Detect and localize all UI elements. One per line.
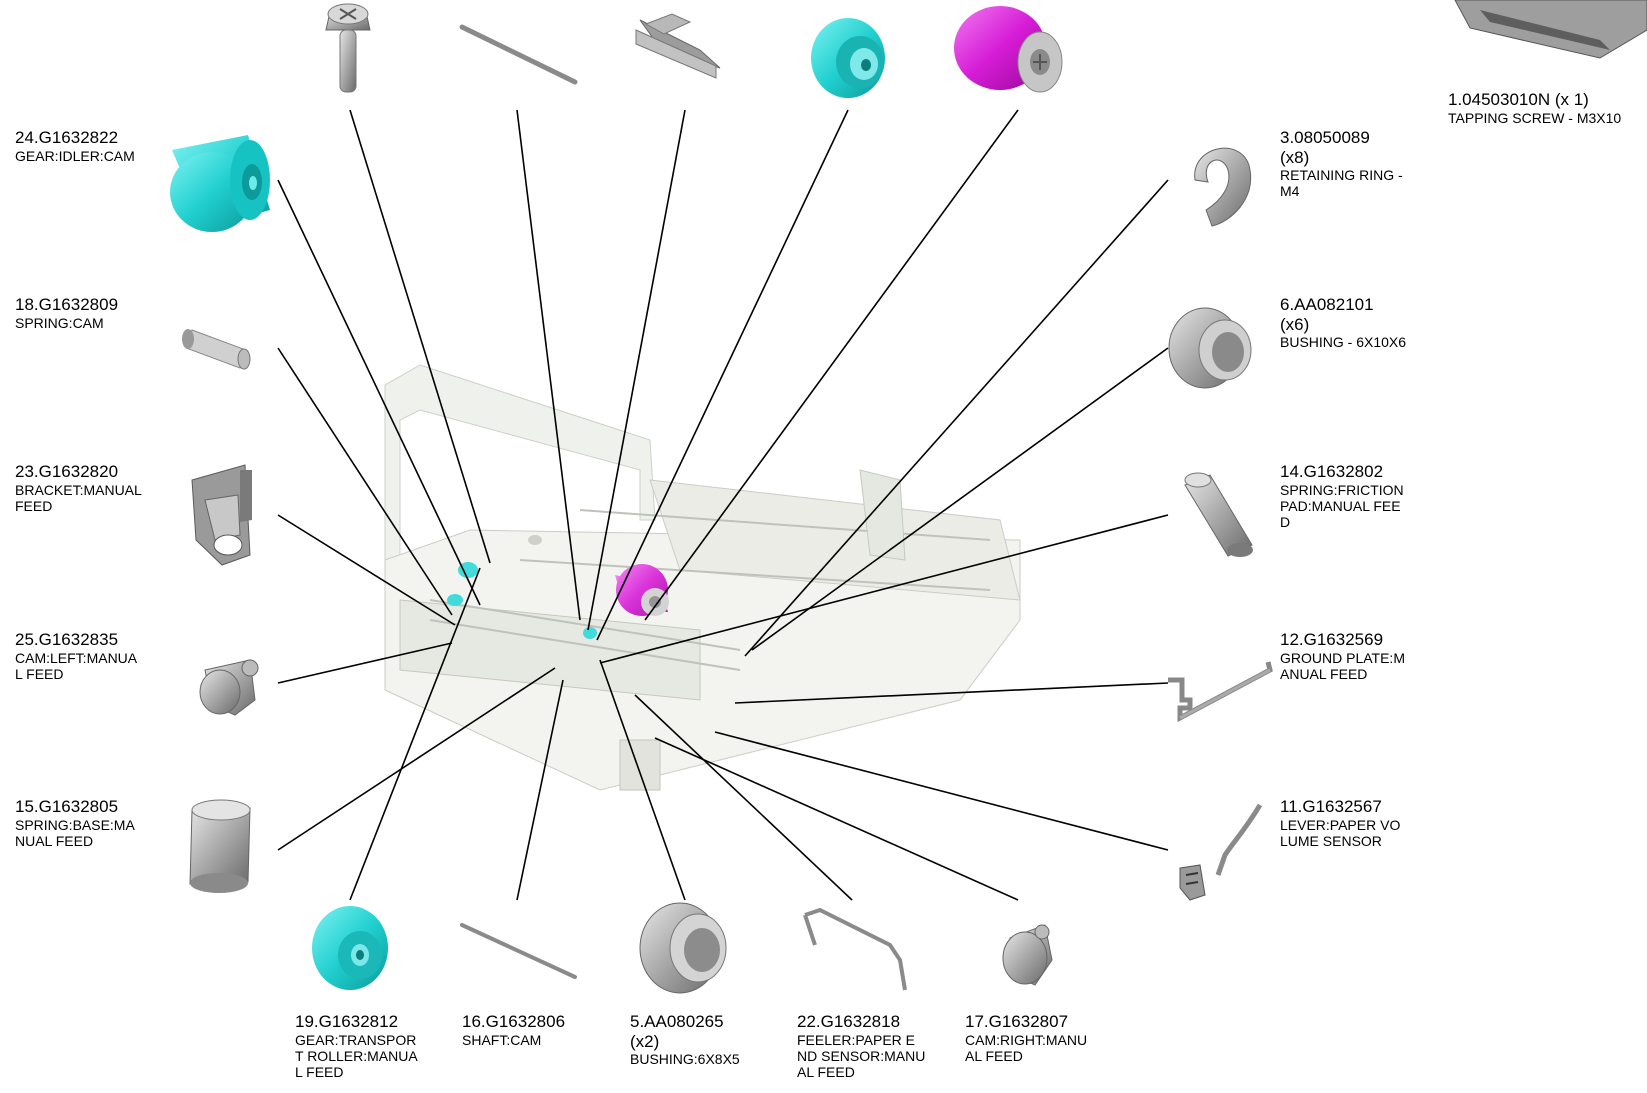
paper-end-feeler-icon bbox=[803, 907, 907, 991]
part-number-18: 18.G1632809 bbox=[15, 295, 119, 314]
idler-gear-cyan-icon bbox=[170, 135, 270, 232]
part-label-16: 16.G1632806 SHAFT:CAM bbox=[462, 1012, 565, 1048]
shaft-icon bbox=[459, 24, 578, 85]
part-label-23: 23.G1632820 BRACKET:MANUAL FEED bbox=[15, 462, 142, 514]
part-label-25: 25.G1632835 CAM:LEFT:MANUA L FEED bbox=[15, 630, 137, 682]
part-number-3: 3.08050089 (x8) bbox=[1280, 128, 1370, 167]
part-description-22: FEELER:PAPER E ND SENSOR:MANU AL FEED bbox=[797, 1031, 926, 1080]
part-label-1: 1.04503010N (x 1) TAPPING SCREW - M3X10 bbox=[1448, 90, 1621, 126]
part-number-24: 24.G1632822 bbox=[15, 128, 119, 147]
part-description-14: SPRING:FRICTION PAD:MANUAL FEE D bbox=[1280, 481, 1404, 530]
part-description-6: BUSHING - 6X10X6 bbox=[1280, 334, 1407, 351]
part-description-1: TAPPING SCREW - M3X10 bbox=[1448, 109, 1622, 126]
drive-roller-magenta-icon bbox=[954, 6, 1063, 93]
drive-roller-in-place bbox=[615, 564, 669, 616]
part-description-3: RETAINING RING - M4 bbox=[1280, 167, 1403, 200]
part-description-11: LEVER:PAPER VO LUME SENSOR bbox=[1280, 816, 1401, 849]
part-label-14: 14.G1632802 SPRING:FRICTION PAD:MANUAL F… bbox=[1280, 462, 1404, 530]
part-label-19: 19.G1632812 GEAR:TRANSPOR T ROLLER:MANUA… bbox=[295, 1012, 418, 1080]
part-label-18: 18.G1632809 SPRING:CAM bbox=[15, 295, 118, 331]
cam-spring-icon bbox=[182, 329, 251, 370]
part-number-15: 15.G1632805 bbox=[15, 797, 119, 816]
base-spring-icon bbox=[189, 799, 251, 893]
right-cam-icon bbox=[1002, 924, 1053, 986]
bushing-6x10x6-icon bbox=[1168, 307, 1252, 389]
part-number-6: 6.AA082101 (x6) bbox=[1280, 295, 1374, 334]
part-number-17: 17.G1632807 bbox=[965, 1012, 1069, 1031]
paper-volume-lever-icon bbox=[1179, 803, 1263, 901]
part-description-16: SHAFT:CAM bbox=[462, 1031, 542, 1048]
part-description-12: GROUND PLATE:M ANUAL FEED bbox=[1280, 649, 1405, 682]
part-label-17: 17.G1632807 CAM:RIGHT:MANU AL FEED bbox=[965, 1012, 1087, 1064]
ground-plate-icon bbox=[1168, 661, 1273, 723]
part-number-14: 14.G1632802 bbox=[1280, 462, 1384, 481]
part-label-6: 6.AA082101 (x6) BUSHING - 6X10X6 bbox=[1280, 295, 1406, 350]
friction-pad-holder-icon bbox=[635, 13, 721, 79]
part-number-12: 12.G1632569 bbox=[1280, 630, 1384, 649]
friction-pad-spring-icon bbox=[1184, 472, 1253, 557]
part-number-11: 11.G1632567 bbox=[1280, 797, 1382, 816]
part-description-5: BUSHING:6X8X5 bbox=[630, 1051, 740, 1068]
part-description-25: CAM:LEFT:MANUA L FEED bbox=[15, 649, 138, 682]
part-number-25: 25.G1632835 bbox=[15, 630, 119, 649]
part-description-19: GEAR:TRANSPOR T ROLLER:MANUA L FEED bbox=[295, 1031, 418, 1080]
part-description-17: CAM:RIGHT:MANU AL FEED bbox=[965, 1031, 1088, 1064]
part-number-16: 16.G1632806 bbox=[462, 1012, 566, 1031]
bushing-6x8x5-icon bbox=[639, 902, 727, 994]
part-label-11: 11.G1632567 LEVER:PAPER VO LUME SENSOR bbox=[1280, 797, 1400, 849]
screw-icon bbox=[325, 3, 371, 93]
part-number-23: 23.G1632820 bbox=[15, 462, 119, 481]
part-label-22: 22.G1632818 FEELER:PAPER E ND SENSOR:MAN… bbox=[797, 1012, 925, 1080]
idler-roller-cyan-icon bbox=[811, 18, 885, 98]
part-label-24: 24.G1632822 GEAR:IDLER:CAM bbox=[15, 128, 135, 164]
part-number-19: 19.G1632812 bbox=[295, 1012, 399, 1031]
left-cam-icon bbox=[199, 659, 259, 716]
tapping-screw-housing-icon bbox=[1454, 0, 1647, 59]
part-number-22: 22.G1632818 bbox=[797, 1012, 901, 1031]
leader-lines bbox=[277, 109, 1169, 901]
part-description-15: SPRING:BASE:MA NUAL FEED bbox=[15, 816, 135, 849]
part-number-1: 1.04503010N (x 1) bbox=[1448, 90, 1589, 109]
main-assembly bbox=[384, 364, 1021, 791]
part-label-15: 15.G1632805 SPRING:BASE:MA NUAL FEED bbox=[15, 797, 135, 849]
part-description-23: BRACKET:MANUAL FEED bbox=[15, 481, 142, 514]
part-label-12: 12.G1632569 GROUND PLATE:M ANUAL FEED bbox=[1280, 630, 1405, 682]
part-description-24: GEAR:IDLER:CAM bbox=[15, 147, 135, 164]
transport-roller-gear-cyan-icon bbox=[312, 906, 388, 990]
part-description-18: SPRING:CAM bbox=[15, 314, 104, 331]
bracket-icon bbox=[191, 464, 252, 566]
part-label-5: 5.AA080265 (x2) BUSHING:6X8X5 bbox=[630, 1012, 740, 1067]
retaining-ring-icon bbox=[1194, 147, 1252, 227]
cam-shaft-icon bbox=[460, 923, 577, 979]
part-label-3: 3.08050089 (x8) RETAINING RING - M4 bbox=[1280, 128, 1403, 199]
part-number-5: 5.AA080265 (x2) bbox=[630, 1012, 724, 1051]
